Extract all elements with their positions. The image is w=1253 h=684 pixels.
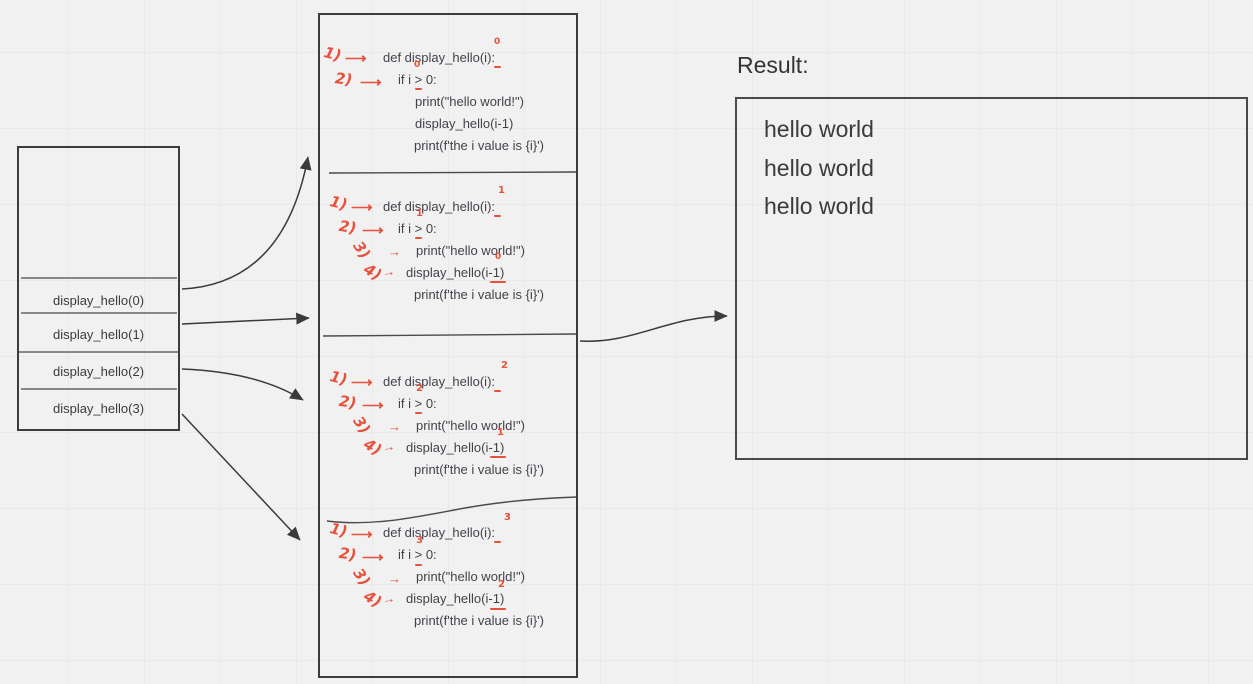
call-frame-3: def display_hello(i): if i > 0: print("h… <box>318 361 578 534</box>
code-line-call: display_hello(i-1) <box>406 265 505 280</box>
red-arrow-icon: ⟶ <box>362 397 384 414</box>
code-line-print: print("hello world!") <box>416 418 525 433</box>
result-line: hello world <box>764 155 874 181</box>
code-line-def: def display_hello(i): <box>383 374 496 389</box>
red-arrow-icon: ⟶ <box>362 222 384 239</box>
red-arrow-icon: → <box>388 419 401 434</box>
code-line-if: if i > 0: <box>398 396 437 411</box>
step-annotation-2: 2) <box>337 543 358 565</box>
result-line: hello world <box>764 116 874 142</box>
call-stack-box: display_hello(0) display_hello(1) displa… <box>17 146 180 431</box>
stack-item: display_hello(0) <box>52 293 145 308</box>
red-arrow-icon: ⟶ <box>360 74 382 91</box>
red-underline <box>490 608 506 610</box>
arrow-stack3-to-frame4 <box>181 413 301 541</box>
stack-item: display_hello(1) <box>52 327 145 342</box>
i-value-note: 1 <box>497 427 504 438</box>
step-annotation-3: 3) <box>349 564 374 590</box>
code-line-call: display_hello(i-1) <box>406 440 505 455</box>
red-arrow-icon: ⟶ <box>362 549 384 566</box>
code-line-def: def display_hello(i): <box>383 525 496 540</box>
step-annotation-2: 2) <box>334 69 354 89</box>
red-arrow-icon: → <box>381 263 396 280</box>
code-line-if: if i > 0: <box>398 221 437 236</box>
step-annotation-2: 2) <box>337 216 358 238</box>
arrow-frames-to-result <box>579 310 728 342</box>
call-frame-1: def display_hello(i): if i > 0: print("h… <box>318 38 578 210</box>
result-box: hello world hello world hello world <box>735 97 1248 460</box>
red-underline <box>415 237 422 239</box>
i-value-note: 0 <box>494 37 501 47</box>
red-arrow-icon: ⟶ <box>351 374 373 391</box>
stack-item: display_hello(2) <box>52 364 145 379</box>
red-arrow-icon: → <box>388 244 401 259</box>
i-value-note: 0 <box>414 60 421 70</box>
red-arrow-icon: ⟶ <box>345 50 367 67</box>
i-value-note: 2 <box>498 579 505 590</box>
code-line-if: if i > 0: <box>398 547 437 562</box>
step-annotation-2: 2) <box>337 391 358 413</box>
step-annotation-1: 1) <box>328 367 350 389</box>
red-underline <box>494 390 501 392</box>
code-line-def: def display_hello(i): <box>383 50 496 65</box>
step-annotation-1: 1) <box>322 43 344 65</box>
code-line-printf: print(f'the i value is {i}') <box>414 462 544 477</box>
i-value-note: 3 <box>504 512 511 523</box>
stack-item: display_hello(3) <box>52 401 145 416</box>
red-underline <box>490 456 506 458</box>
code-line-printf: print(f'the i value is {i}') <box>414 138 544 153</box>
arrow-stack2-to-frame3 <box>181 368 304 401</box>
code-line-printf: print(f'the i value is {i}') <box>414 613 544 628</box>
code-line-printf: print(f'the i value is {i}') <box>414 287 544 302</box>
red-underline <box>494 215 501 217</box>
code-line-call: display_hello(i-1) <box>415 116 514 131</box>
step-annotation-3: 3) <box>349 412 374 438</box>
code-line-def: def display_hello(i): <box>383 199 496 214</box>
red-underline <box>494 66 501 68</box>
step-annotation-1: 1) <box>328 519 350 541</box>
i-value-note: 1 <box>498 185 505 196</box>
code-line-print: print("hello world!") <box>416 569 525 584</box>
i-value-note: 2 <box>501 360 508 371</box>
result-line: hello world <box>764 193 874 219</box>
call-frame-2: def display_hello(i): if i > 0: print("h… <box>318 186 578 359</box>
i-value-note: 0 <box>495 252 502 262</box>
red-arrow-icon: → <box>381 590 396 607</box>
red-underline <box>490 281 506 283</box>
code-line-call: display_hello(i-1) <box>406 591 505 606</box>
i-value-note: 1 <box>416 208 423 219</box>
call-frames-box <box>318 13 578 678</box>
code-line-print: print("hello world!") <box>416 243 525 258</box>
code-line-print: print("hello world!") <box>415 94 524 109</box>
result-label: Result: <box>737 52 809 78</box>
red-underline <box>415 412 422 414</box>
red-arrow-icon: ⟶ <box>351 199 373 216</box>
code-line-if: if i > 0: <box>398 72 437 87</box>
i-value-note: 2 <box>416 383 423 394</box>
call-frame-4: def display_hello(i): if i > 0: print("h… <box>318 513 578 684</box>
arrow-stack0-to-frame1 <box>181 156 312 290</box>
red-arrow-icon: ⟶ <box>351 526 373 543</box>
i-value-note: 3 <box>416 535 423 546</box>
red-arrow-icon: → <box>381 438 396 455</box>
step-annotation-3: 3) <box>349 237 374 263</box>
step-annotation-1: 1) <box>328 192 350 214</box>
red-underline <box>494 541 501 543</box>
red-underline <box>415 564 422 566</box>
arrow-stack1-to-frame2 <box>181 312 310 325</box>
red-underline <box>415 88 422 90</box>
red-arrow-icon: → <box>388 571 401 586</box>
